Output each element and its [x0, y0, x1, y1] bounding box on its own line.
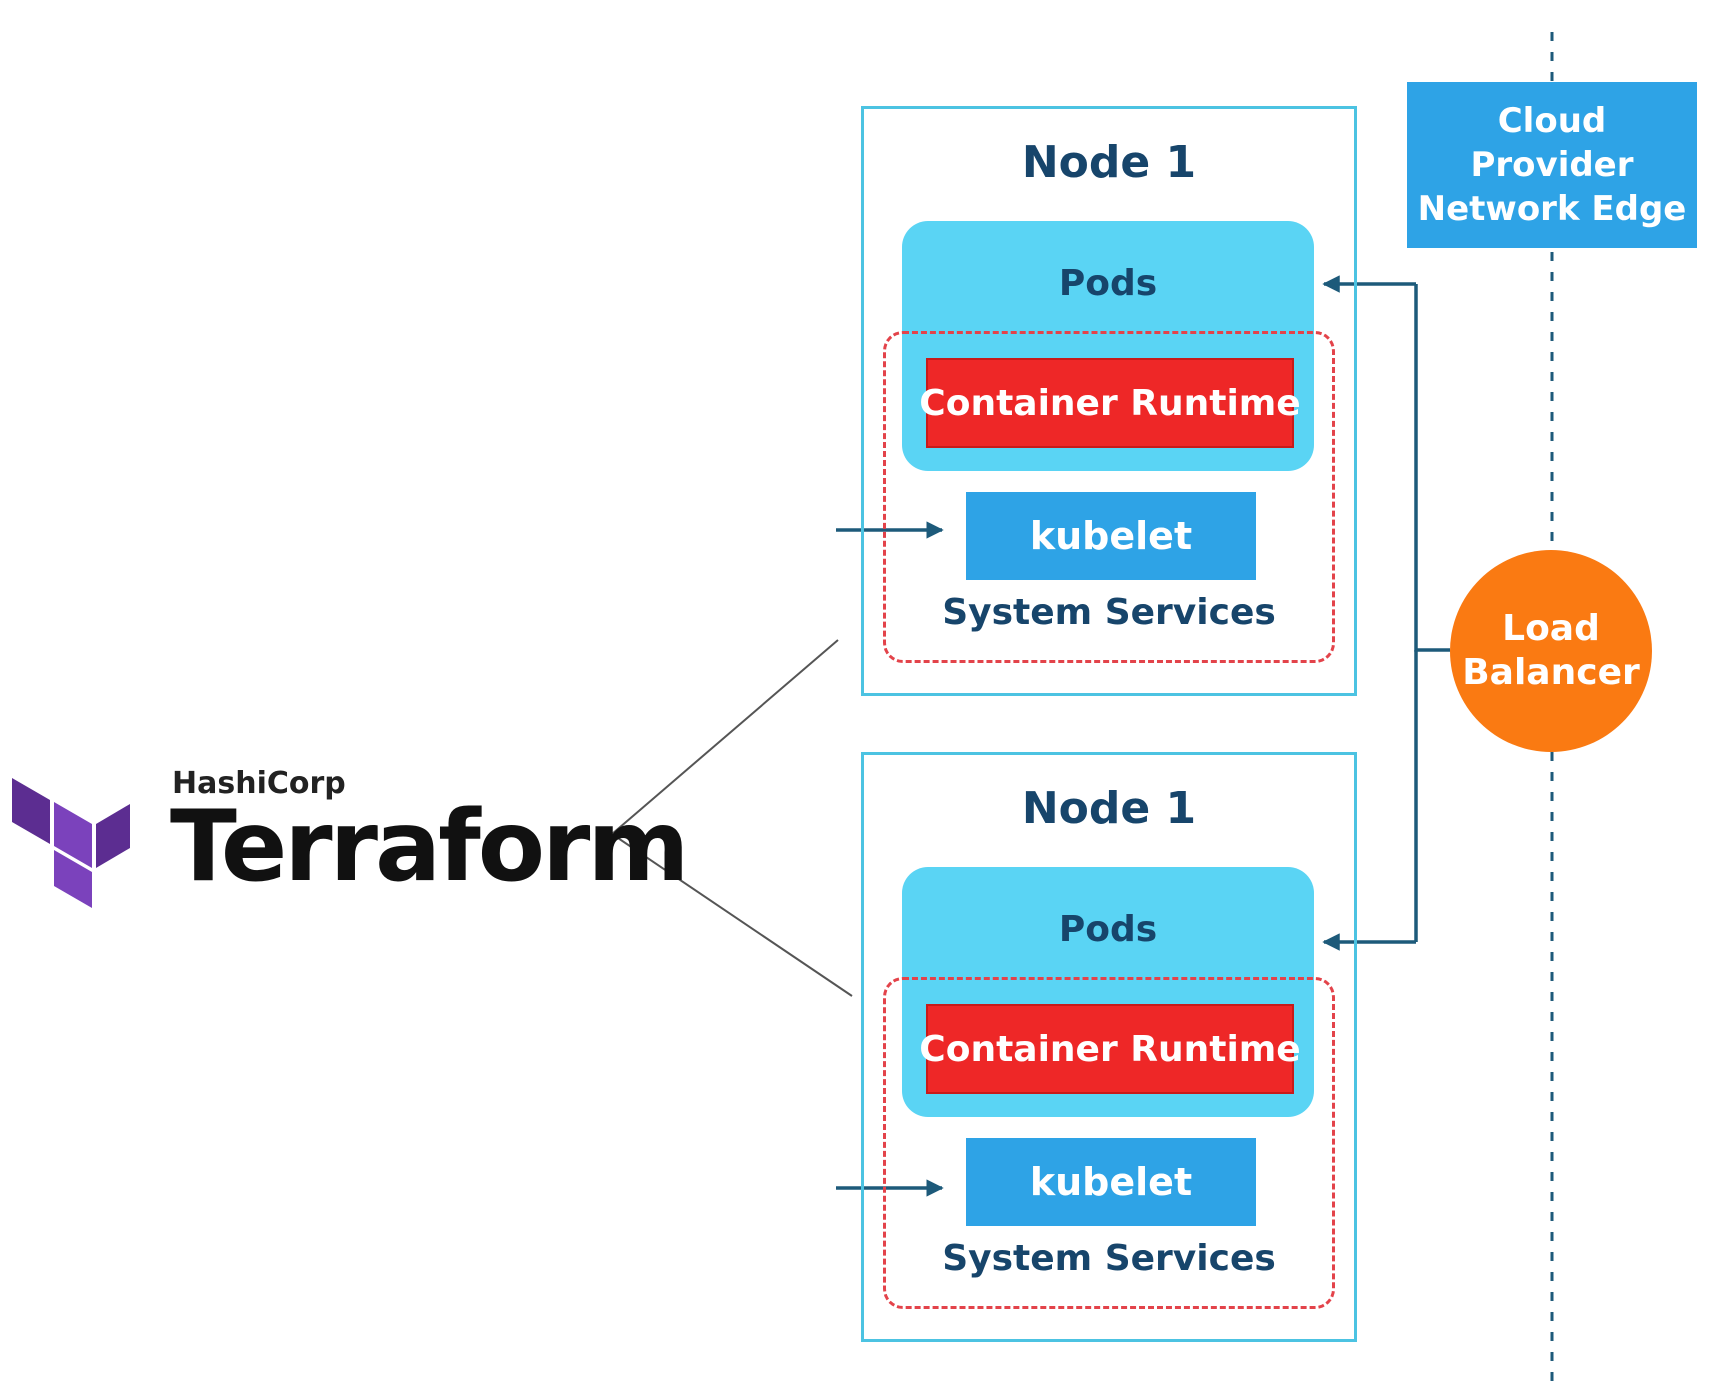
system-services-label: System Services: [942, 592, 1276, 633]
terraform-link-node-1: [611, 639, 839, 835]
load-balancer-line: Load: [1502, 608, 1600, 649]
node-title: Node 1: [1021, 137, 1197, 188]
pods-label: Pods: [1058, 909, 1158, 950]
kubelet-box: kubelet: [966, 492, 1256, 580]
node-box-1: Node 1 Pods Container Runtime kubelet Sy…: [861, 106, 1357, 696]
load-balancer-circle: Load Balancer: [1450, 550, 1652, 752]
cloud-edge-line: Provider: [1470, 145, 1634, 185]
pods-label: Pods: [1058, 263, 1158, 304]
node-title: Node 1: [1021, 783, 1197, 834]
cloud-provider-edge-box: Cloud Provider Network Edge: [1407, 82, 1697, 248]
terraform-link-node-2: [611, 833, 853, 997]
container-runtime-box: Container Runtime: [919, 1004, 1301, 1094]
lb-route-line: [1414, 284, 1450, 652]
system-services-label: System Services: [942, 1238, 1276, 1279]
node-box-2: Node 1 Pods Container Runtime kubelet Sy…: [861, 752, 1357, 1342]
system-services-box: [883, 977, 1335, 1309]
terraform-logo-icon: [12, 778, 130, 908]
cloud-edge-line: Cloud: [1497, 101, 1607, 141]
cloud-edge-line: Network Edge: [1417, 189, 1687, 229]
system-services-box: [883, 331, 1335, 663]
load-balancer-line: Balancer: [1462, 652, 1640, 693]
kubelet-box: kubelet: [966, 1138, 1256, 1226]
hashicorp-label: HashiCorp: [172, 766, 346, 801]
container-runtime-box: Container Runtime: [919, 358, 1301, 448]
terraform-label: Terraform: [170, 790, 689, 904]
